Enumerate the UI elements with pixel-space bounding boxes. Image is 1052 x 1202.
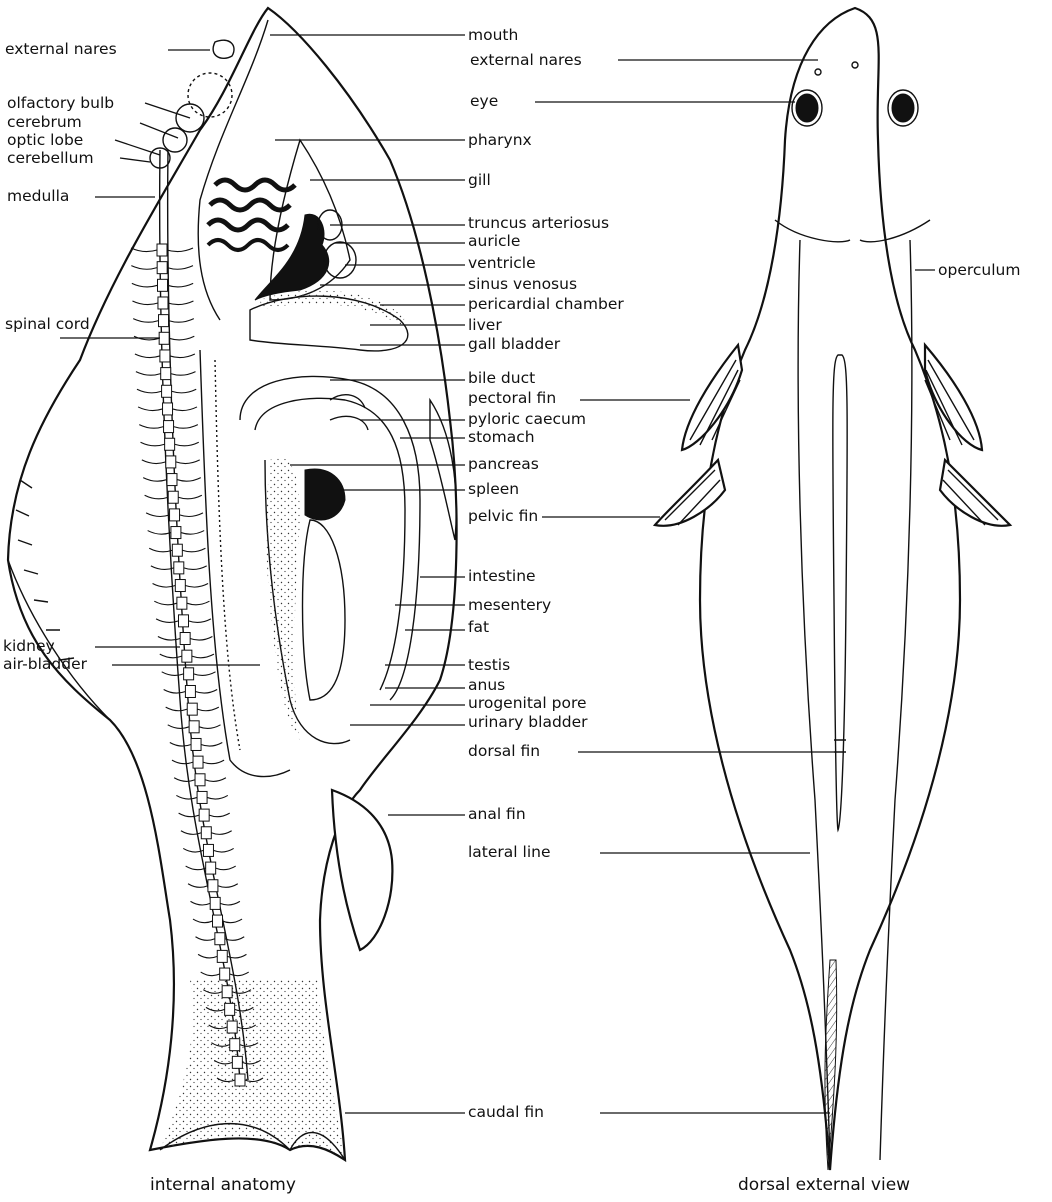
internal-anatomy-drawing [8,8,457,1160]
caption-internal-anatomy: internal anatomy [150,1175,296,1195]
label-gall-bladder: gall bladder [468,335,561,353]
vertebra [232,1056,242,1068]
vertebra [199,809,209,821]
vertebra [227,1021,237,1033]
vertebra [210,897,220,909]
vertebra [171,527,181,539]
vertebra [161,368,171,380]
vertebra [182,650,192,662]
vertebra [184,668,194,680]
vertebra [201,827,211,839]
label-eye: eye [470,92,498,110]
label-urogenital-pore: urogenital pore [468,694,587,712]
label-anus: anus [468,676,505,694]
label-pelvic-fin: pelvic fin [468,507,538,525]
vertebra [168,491,178,503]
label-cerebellum: cerebellum [7,149,94,167]
vertebra [225,1003,235,1015]
vertebra [208,880,218,892]
vertebra [159,332,169,344]
label-cerebrum: cerebrum [7,113,82,131]
vertebra [189,721,199,733]
caption-dorsal-external-view: dorsal external view [738,1175,910,1195]
vertebra [206,862,216,874]
vertebra [217,950,227,962]
vertebra [172,544,182,556]
vertebra [222,986,232,998]
label-lateral-line: lateral line [468,843,551,861]
label-stomach: stomach [468,428,535,446]
vertebra [230,1039,240,1051]
vertebra [191,738,201,750]
vertebra [180,633,190,645]
dorsal-view-drawing [655,8,1010,1170]
vertebra [166,456,176,468]
eye-right-dorsal [892,94,914,122]
vertebra [174,562,184,574]
label-external-nares-left: external nares [5,40,117,58]
label-gill: gill [468,171,491,189]
vertebra [220,968,230,980]
vertebra [157,244,167,256]
label-liver: liver [468,316,502,334]
label-pericardial-chamber: pericardial chamber [468,295,624,313]
label-truncus-arteriosus: truncus arteriosus [468,214,609,232]
vertebra [197,791,207,803]
label-spinal-cord: spinal cord [5,315,90,333]
vertebra [170,509,180,521]
label-testis: testis [468,656,510,674]
vertebra [164,421,174,433]
eye-left-dorsal [796,94,818,122]
label-ventricle: ventricle [468,254,536,272]
label-pancreas: pancreas [468,455,539,473]
label-anal-fin: anal fin [468,805,526,823]
vertebra [159,315,169,327]
vertebra [203,844,213,856]
label-dorsal-fin: dorsal fin [468,742,540,760]
vertebra [195,774,205,786]
vertebra [175,580,185,592]
vertebra [193,756,203,768]
vertebra [165,438,175,450]
vertebra [185,685,195,697]
label-air-bladder: air-bladder [3,655,88,673]
vertebra [187,703,197,715]
vertebra [235,1074,245,1086]
label-medulla: medulla [7,187,69,205]
label-olfactory-bulb: olfactory bulb [7,94,114,112]
label-kidney: kidney [3,637,55,655]
label-fat: fat [468,618,489,636]
label-external-nares-center: external nares [470,51,582,69]
label-spleen: spleen [468,480,519,498]
vertebra [157,279,167,291]
label-pharynx: pharynx [468,131,532,149]
vertebra [178,615,188,627]
vertebra [167,474,177,486]
label-sinus-venosus: sinus venosus [468,275,577,293]
vertebra [177,597,187,609]
label-mesentery: mesentery [468,596,551,614]
anal-fin-left [332,790,392,950]
label-mouth: mouth [468,26,518,44]
label-operculum: operculum [938,261,1020,279]
label-urinary-bladder: urinary bladder [468,713,588,731]
label-caudal-fin: caudal fin [468,1103,544,1121]
label-pectoral-fin: pectoral fin [468,389,556,407]
label-intestine: intestine [468,567,536,585]
vertebra [160,350,170,362]
label-optic-lobe: optic lobe [7,131,83,149]
vertebra [158,297,168,309]
vertebra [157,262,167,274]
label-pyloric-caecum: pyloric caecum [468,410,586,428]
label-auricle: auricle [468,232,520,250]
vertebra [213,915,223,927]
label-bile-duct: bile duct [468,369,535,387]
vertebra [162,385,172,397]
vertebra [163,403,173,415]
vertebra [215,933,225,945]
